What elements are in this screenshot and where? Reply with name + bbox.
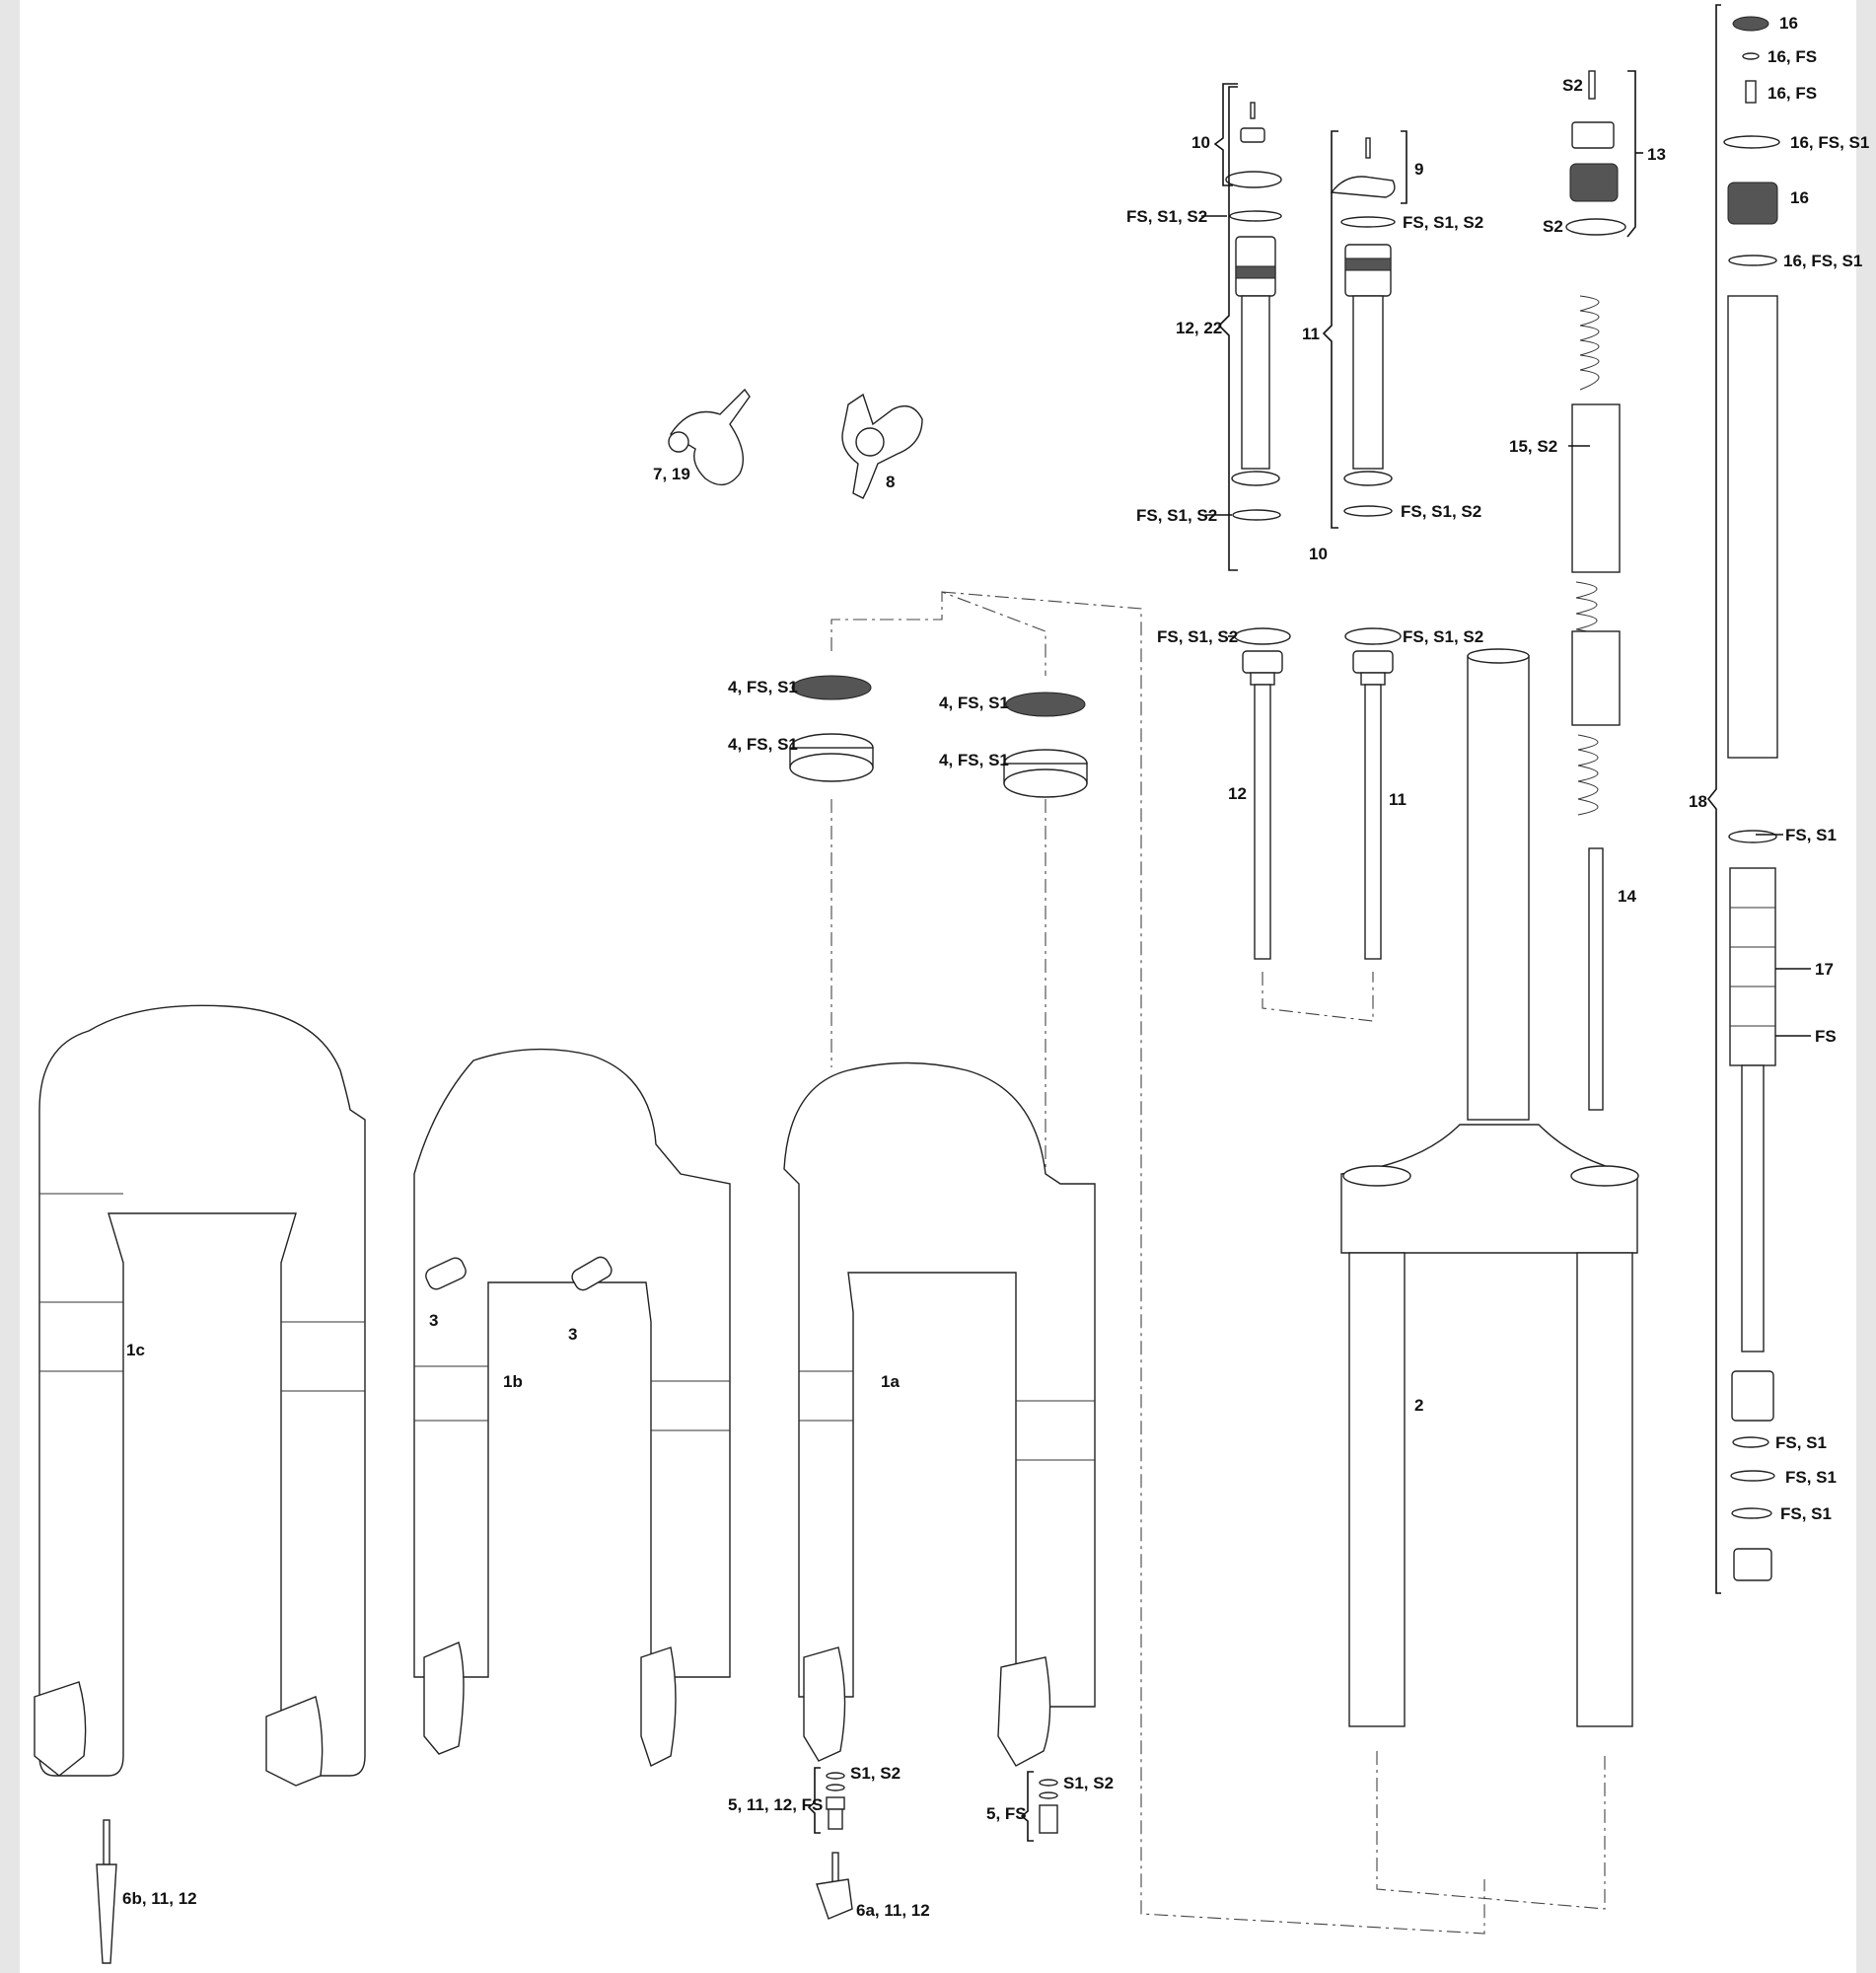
seal-ring xyxy=(1728,255,1777,266)
air-spring-tube xyxy=(1727,295,1778,759)
shaft-end xyxy=(1731,1370,1774,1422)
label-5-11-12-fs: 5, 11, 12, FS xyxy=(728,1795,823,1814)
label-16: 16 xyxy=(1779,14,1798,33)
label-11: 11 xyxy=(1389,790,1407,809)
damper-cartridge-10 xyxy=(1201,83,1282,571)
label-16-fs: 16, FS xyxy=(1768,84,1817,103)
air-shaft xyxy=(1741,1064,1765,1352)
label-12: 12 xyxy=(1228,784,1247,803)
lower-leg-1c xyxy=(34,1004,366,1964)
label-4-fs-s1: 4, FS, S1 xyxy=(939,694,1009,712)
label-fs: FS xyxy=(1815,1027,1837,1046)
coil-spring-assembly xyxy=(1565,70,1643,1111)
label-10: 10 xyxy=(1309,545,1328,563)
callout-labels: 16 16, FS 16, FS 16, FS, S1 16 16, FS, S… xyxy=(122,14,1869,1920)
air-spring-assembly xyxy=(1706,4,1811,1594)
spring-cap-threaded xyxy=(1569,163,1619,202)
oring xyxy=(1732,1436,1769,1448)
label-15-s2: 15, S2 xyxy=(1509,437,1557,456)
label-11: 11 xyxy=(1302,325,1320,343)
damper-shaft xyxy=(1588,847,1604,1111)
label-13: 13 xyxy=(1647,145,1666,164)
label-fs-s1: FS, S1 xyxy=(1785,1468,1837,1487)
schrader-valve xyxy=(1745,80,1757,104)
label-17: 17 xyxy=(1815,960,1834,979)
label-fs-s1-s2: FS, S1, S2 xyxy=(1401,502,1481,521)
label-4-fs-s1: 4, FS, S1 xyxy=(939,751,1009,769)
label-7-19: 7, 19 xyxy=(653,465,690,483)
label-16-fs-s1: 16, FS, S1 xyxy=(1783,252,1862,270)
label-s2: S2 xyxy=(1543,217,1563,236)
label-3: 3 xyxy=(568,1325,577,1344)
bottom-nut xyxy=(1733,1548,1772,1581)
crown-steerer-2 xyxy=(1340,648,1639,1910)
label-fs-s1-s2: FS, S1, S2 xyxy=(1126,207,1207,226)
top-cap-threaded xyxy=(1727,182,1778,225)
remote-levers xyxy=(668,388,923,499)
label-16: 16 xyxy=(1790,188,1809,207)
label-6a-11-12: 6a, 11, 12 xyxy=(856,1901,930,1920)
label-14: 14 xyxy=(1618,887,1636,906)
steerer-tube xyxy=(1467,655,1530,1121)
oring xyxy=(1731,1507,1772,1519)
small-oring xyxy=(1742,52,1760,60)
label-16-fs-s1: 16, FS, S1 xyxy=(1790,133,1869,152)
label-fs-s1: FS, S1 xyxy=(1780,1504,1832,1523)
label-10: 10 xyxy=(1191,133,1210,152)
label-5-fs: 5, FS xyxy=(986,1804,1027,1823)
remote-lever-7-19 xyxy=(670,388,751,486)
label-6b-11-12: 6b, 11, 12 xyxy=(122,1889,197,1908)
label-fs-s1-s2: FS, S1, S2 xyxy=(1403,213,1483,232)
damper-shafts xyxy=(1228,627,1402,1022)
top-cap-part xyxy=(1732,16,1769,32)
spring-top-cap xyxy=(1571,121,1615,149)
spring-spacer xyxy=(1571,403,1621,573)
damper-cartridge-11 xyxy=(1322,130,1407,529)
label-1a: 1a xyxy=(881,1372,900,1391)
oring xyxy=(1730,1470,1775,1482)
label-fs-s1-s2: FS, S1, S2 xyxy=(1157,627,1238,646)
lower-leg-1b xyxy=(413,1048,731,1767)
diagram-sheet: 16 16, FS 16, FS 16, FS, S1 16 16, FS, S… xyxy=(20,0,1869,1973)
label-8: 8 xyxy=(886,473,895,491)
label-fs-s1: FS, S1 xyxy=(1775,1433,1827,1452)
label-4-fs-s1: 4, FS, S1 xyxy=(728,735,798,754)
seal-kits xyxy=(789,591,1485,1935)
label-18: 18 xyxy=(1689,792,1707,811)
label-4-fs-s1: 4, FS, S1 xyxy=(728,678,798,696)
seal-ring xyxy=(1728,830,1777,843)
label-s2: S2 xyxy=(1562,76,1583,95)
label-fs-s1-s2: FS, S1, S2 xyxy=(1136,506,1217,525)
bracket-18 xyxy=(1706,4,1721,1594)
label-12-22: 12, 22 xyxy=(1176,319,1222,337)
label-2: 2 xyxy=(1414,1396,1423,1415)
s2-ring xyxy=(1565,218,1626,236)
label-1c: 1c xyxy=(126,1341,145,1359)
lower-leg-1a xyxy=(783,1061,1096,1920)
air-piston xyxy=(1729,867,1776,1066)
label-s1-s2: S1, S2 xyxy=(850,1764,901,1783)
stanchion-left xyxy=(1348,1252,1406,1727)
label-fs-s1: FS, S1 xyxy=(1785,826,1837,844)
crown xyxy=(1340,1124,1638,1254)
exploded-fork-diagram: 16 16, FS 16, FS 16, FS, S1 16 16, FS, S… xyxy=(34,4,1869,1964)
label-3: 3 xyxy=(429,1311,438,1330)
label-1b: 1b xyxy=(503,1372,523,1391)
label-9: 9 xyxy=(1414,160,1423,179)
seal-ring xyxy=(1723,135,1780,149)
stanchion-right xyxy=(1576,1252,1633,1727)
label-16-fs: 16, FS xyxy=(1768,47,1817,66)
spring-collar xyxy=(1571,630,1621,726)
label-s1-s2: S1, S2 xyxy=(1063,1774,1114,1792)
screw xyxy=(1588,70,1596,100)
label-fs-s1-s2: FS, S1, S2 xyxy=(1403,627,1483,646)
